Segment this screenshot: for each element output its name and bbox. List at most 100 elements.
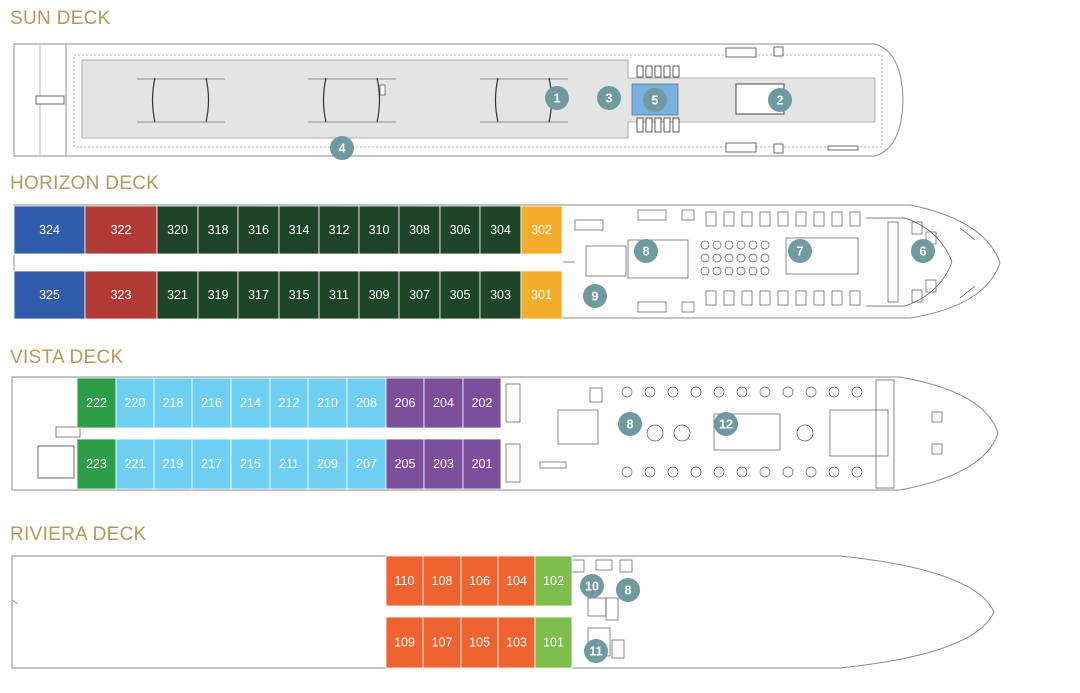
riviera-marker-8: 8 — [616, 578, 640, 602]
cabin-block — [191, 438, 232, 490]
cabin-number: 325 — [39, 288, 60, 302]
cabin-number: 317 — [248, 288, 269, 302]
cabin-block — [156, 205, 199, 255]
cabin-205: 205 — [385, 438, 425, 490]
marker-label: 8 — [625, 584, 632, 598]
cabin-number: 204 — [433, 396, 454, 410]
riviera-marker-10: 10 — [580, 574, 604, 598]
marker-badge — [714, 412, 738, 436]
shade-canopy-1 — [137, 77, 225, 123]
cabin-block — [462, 438, 502, 490]
marker-badge — [911, 239, 935, 263]
cabin-103: 103 — [497, 616, 536, 669]
marker-label: 5 — [652, 94, 659, 108]
cabin-number: 205 — [395, 457, 416, 471]
cabin-number: 214 — [240, 396, 261, 410]
cabin-219: 219 — [153, 438, 193, 490]
cabin-number: 211 — [279, 457, 299, 471]
cabin-block — [318, 270, 360, 320]
cabin-number: 302 — [531, 223, 552, 237]
cabin-number: 304 — [490, 223, 511, 237]
marker-label: 2 — [777, 94, 784, 108]
cabin-block — [269, 377, 309, 429]
cabin-201: 201 — [462, 438, 502, 490]
cabin-106: 106 — [460, 555, 499, 607]
cabin-number: 108 — [432, 574, 453, 588]
cabin-block — [191, 377, 232, 429]
sun-marker-5: 5 — [643, 88, 667, 112]
cabin-number: 324 — [39, 223, 60, 237]
marker-label: 1 — [554, 92, 561, 106]
horizon-marker-7: 7 — [788, 239, 812, 263]
cabin-number: 203 — [433, 457, 454, 471]
cabin-number: 109 — [394, 636, 415, 650]
cabin-block — [278, 205, 320, 255]
riviera-deck-hull — [11, 555, 995, 669]
cabin-number: 305 — [450, 288, 471, 302]
horizon-public-area — [574, 209, 976, 313]
cabin-block — [346, 438, 387, 490]
cabin-302: 302 — [520, 205, 563, 255]
stair-icon — [725, 142, 757, 153]
cabin-number: 103 — [506, 636, 527, 650]
cabin-block — [153, 438, 193, 490]
cabin-block — [385, 377, 425, 429]
cabin-block — [269, 438, 309, 490]
cabin-number: 312 — [329, 223, 350, 237]
marker-label: 4 — [339, 142, 346, 156]
cabin-104: 104 — [497, 555, 536, 607]
vista-marker-8: 8 — [618, 412, 642, 436]
cabin-317: 317 — [237, 270, 280, 320]
cabin-number: 318 — [208, 223, 229, 237]
vista-deck-title: VISTA DECK — [10, 347, 124, 368]
cabin-number: 309 — [369, 288, 390, 302]
cabin-221: 221 — [115, 438, 155, 490]
cabin-number: 316 — [248, 223, 269, 237]
cabin-320: 320 — [156, 205, 199, 255]
lift-icon — [773, 143, 784, 154]
cabin-block — [479, 205, 522, 255]
cabin-number: 307 — [409, 288, 430, 302]
cabin-block — [534, 616, 573, 669]
cabin-110: 110 — [385, 555, 424, 607]
cabin-block — [385, 555, 424, 607]
marker-label: 10 — [585, 580, 599, 594]
marker-label: 12 — [719, 418, 733, 432]
cabin-block — [460, 555, 499, 607]
marker-label: 3 — [606, 92, 613, 106]
marker-badge — [768, 88, 792, 112]
marker-badge — [634, 239, 658, 263]
cabin-308: 308 — [398, 205, 441, 255]
vista-restaurant — [505, 379, 943, 489]
cabin-block — [520, 270, 563, 320]
cabin-number: 314 — [289, 223, 310, 237]
marker-badge — [545, 86, 569, 110]
cabin-211: 211 — [269, 438, 309, 490]
cabin-216: 216 — [191, 377, 232, 429]
lift-icon — [773, 46, 784, 57]
cabin-number: 217 — [201, 457, 222, 471]
cabin-207: 207 — [346, 438, 387, 490]
cabin-304: 304 — [479, 205, 522, 255]
cabin-number: 221 — [125, 457, 146, 471]
cabin-107: 107 — [422, 616, 462, 669]
vista-marker-12: 12 — [714, 412, 738, 436]
cabin-number: 104 — [506, 574, 527, 588]
cabin-block — [84, 270, 158, 320]
cabin-block — [534, 555, 573, 607]
marker-badge — [616, 578, 640, 602]
cabin-block — [153, 377, 193, 429]
cabin-block — [497, 616, 536, 669]
stair-icon — [55, 426, 81, 438]
cabin-number: 310 — [369, 223, 390, 237]
cabin-block — [13, 270, 86, 320]
marker-badge — [580, 574, 604, 598]
cabin-307: 307 — [398, 270, 441, 320]
stair-icon — [35, 95, 65, 105]
cabin-number: 207 — [356, 457, 377, 471]
cabin-number: 209 — [317, 457, 338, 471]
cabin-202: 202 — [462, 377, 502, 429]
cabin-109: 109 — [385, 616, 424, 669]
cabin-block — [398, 270, 441, 320]
marker-badge — [618, 412, 642, 436]
